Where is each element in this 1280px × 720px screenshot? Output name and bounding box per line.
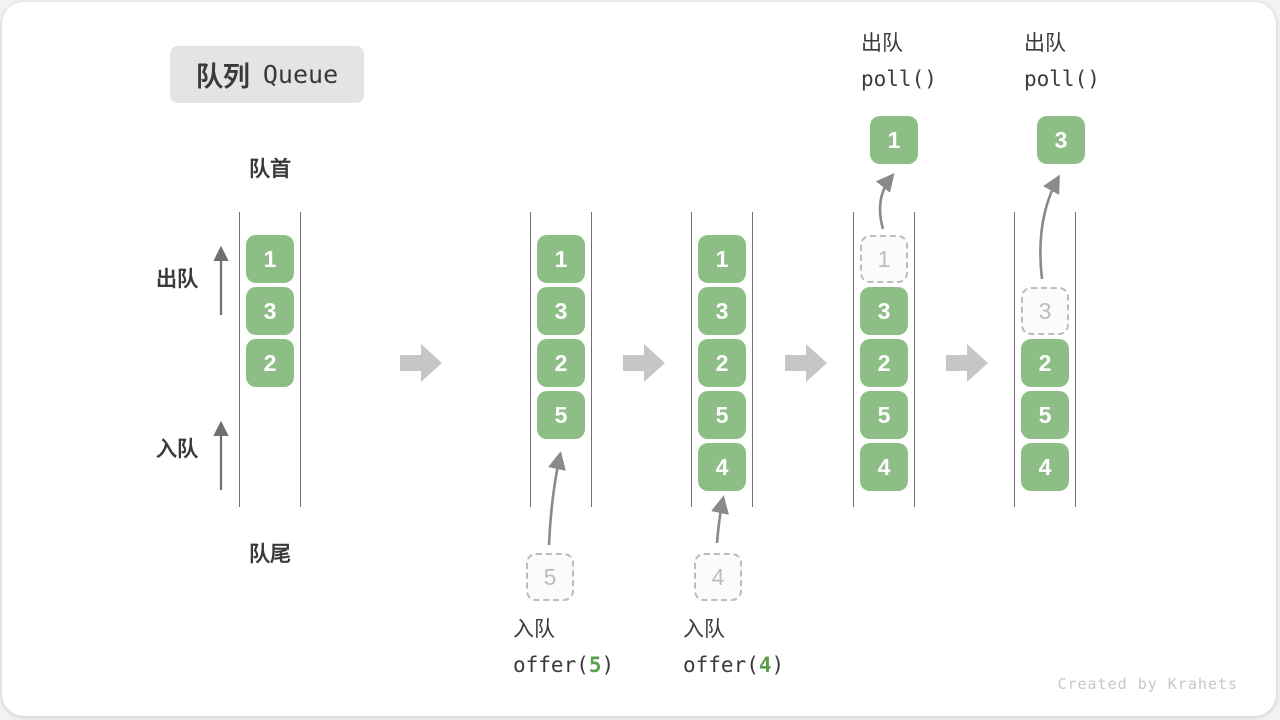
enqueue5-label: 入队 <box>513 618 555 641</box>
code-text: offer( <box>683 653 759 677</box>
state-transition-arrow-icon <box>946 344 988 382</box>
queue-element: 3 <box>246 287 294 335</box>
enqueue4-code: offer(4) <box>683 653 784 677</box>
queue-state-3: 1 3 2 5 4 <box>691 212 753 507</box>
queue-element: 4 <box>860 443 908 491</box>
poll2-code: poll() <box>1024 67 1100 91</box>
annotation-enqueue-5: 入队 offer(5) <box>513 618 614 677</box>
annotation-poll-2: 出队 poll() <box>1024 32 1100 91</box>
queue-element: 2 <box>1021 339 1069 387</box>
incoming-element-5: 5 <box>526 553 574 601</box>
queue-element: 5 <box>860 391 908 439</box>
code-arg: 4 <box>758 653 772 677</box>
annotation-enqueue-4: 入队 offer(4) <box>683 618 784 677</box>
queue-element: 5 <box>1021 391 1069 439</box>
queue-element-removed: 3 <box>1021 287 1069 335</box>
title-en: Queue <box>262 60 339 89</box>
label-enqueue: 入队 <box>156 438 198 461</box>
queue-element: 5 <box>537 391 585 439</box>
label-dequeue: 出队 <box>156 268 198 291</box>
queue-element: 3 <box>698 287 746 335</box>
queue-element: 1 <box>246 235 294 283</box>
incoming-element-4: 4 <box>694 553 742 601</box>
queue-element: 3 <box>537 287 585 335</box>
enqueue5-code: offer(5) <box>513 653 614 677</box>
credit-text: Created by Krahets <box>1057 675 1238 693</box>
enqueue4-label: 入队 <box>683 618 725 641</box>
queue-state-5: 3 2 5 4 <box>1014 212 1076 507</box>
queue-state-2: 1 3 2 5 <box>530 212 592 507</box>
queue-element: 3 <box>860 287 908 335</box>
polled-element-3: 3 <box>1037 116 1085 164</box>
queue-element: 4 <box>1021 443 1069 491</box>
title-zh: 队列 <box>195 62 250 92</box>
queue-element: 1 <box>537 235 585 283</box>
poll2-label: 出队 <box>1024 32 1066 55</box>
queue-state-4: 1 3 2 5 4 <box>853 212 915 507</box>
queue-element: 2 <box>860 339 908 387</box>
annotation-poll-1: 出队 poll() <box>861 32 937 91</box>
label-queue-front: 队首 <box>249 158 291 181</box>
queue-element: 4 <box>698 443 746 491</box>
state-transition-arrow-icon <box>623 344 665 382</box>
code-text: ) <box>601 653 615 677</box>
code-text: offer( <box>513 653 589 677</box>
state-transition-arrow-icon <box>785 344 827 382</box>
state-transition-arrow-icon <box>400 344 442 382</box>
polled-element-1: 1 <box>870 116 918 164</box>
diagram-title: 队列 Queue <box>170 46 364 103</box>
queue-element: 2 <box>246 339 294 387</box>
code-text: ) <box>771 653 785 677</box>
poll1-label: 出队 <box>861 32 903 55</box>
queue-element: 5 <box>698 391 746 439</box>
poll1-code: poll() <box>861 67 937 91</box>
queue-element: 2 <box>698 339 746 387</box>
queue-element: 1 <box>698 235 746 283</box>
code-arg: 5 <box>588 653 602 677</box>
queue-element: 2 <box>537 339 585 387</box>
label-queue-rear: 队尾 <box>249 543 291 566</box>
queue-element-removed: 1 <box>860 235 908 283</box>
queue-state-1: 1 3 2 <box>239 212 301 507</box>
